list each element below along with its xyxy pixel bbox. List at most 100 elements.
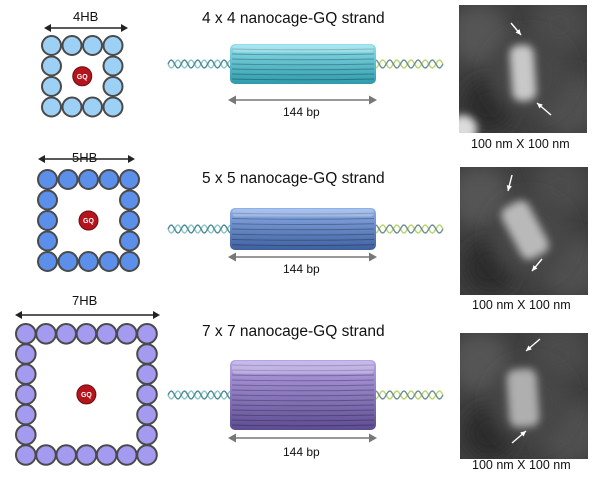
hb-label: 5HB (72, 150, 98, 165)
panel-4x4: 4HB GQ 4 x 4 nanocage-GQ strand 144 bp 1… (0, 0, 600, 151)
gq-core (72, 66, 93, 87)
afm-image (460, 333, 588, 459)
afm-image (460, 167, 588, 295)
helix-circle (82, 35, 103, 56)
hb-label: 7HB (72, 293, 98, 308)
helix-line (231, 68, 375, 71)
helix-line (231, 369, 375, 372)
helix-circle (102, 76, 124, 97)
helix-line (231, 404, 375, 407)
helix-circle (57, 251, 79, 272)
helix-line (231, 414, 375, 417)
dna-tail-right (371, 59, 444, 69)
helix-circle (136, 323, 158, 345)
afm-scale-caption: 100 nm X 100 nm (472, 298, 571, 312)
afm-scale-caption: 100 nm X 100 nm (471, 137, 570, 151)
helix-circle (37, 230, 58, 252)
helix-circle (41, 35, 62, 56)
helix-line (231, 48, 375, 51)
strand-title: 4 x 4 nanocage-GQ strand (202, 10, 385, 27)
helix-line (231, 233, 375, 236)
helix-circle (136, 383, 158, 406)
helix-circle (119, 230, 140, 252)
helix-circle (41, 96, 62, 118)
afm-nanostructure (506, 368, 540, 428)
hb-width-arrow (15, 311, 160, 319)
helix-circle (119, 189, 140, 211)
helix-circle (78, 169, 99, 190)
dna-tail-left (167, 390, 235, 400)
helix-line (231, 364, 375, 367)
helix-circle (98, 251, 120, 272)
length-label: 144 bp (283, 105, 320, 119)
helix-circle (41, 55, 62, 77)
helix-circle (41, 76, 62, 97)
helix-circle (136, 403, 158, 426)
helix-circle (119, 169, 140, 190)
helix-circle (15, 403, 37, 426)
afm-pointer-arrow (506, 174, 513, 192)
helix-line (231, 58, 375, 61)
helix-circle (102, 35, 124, 56)
helix-circle (15, 323, 37, 345)
helix-line (231, 223, 375, 225)
bundle-highlight (232, 209, 374, 217)
bundle-highlight (232, 45, 374, 53)
afm-nanostructure (501, 200, 549, 260)
nanocage-bundle (167, 44, 444, 84)
strand-title: 7 x 7 nanocage-GQ strand (202, 323, 385, 340)
afm-pointer-arrow (536, 102, 552, 116)
gq-core-label: GQ (81, 392, 92, 399)
helix-circle (37, 189, 58, 211)
helix-line (231, 244, 375, 246)
nanocage-bundle (167, 360, 444, 430)
afm-nanostructure (509, 44, 537, 102)
dna-tail-left (167, 224, 235, 234)
dna-tail-right (371, 390, 444, 400)
helix-circle (78, 251, 99, 272)
gq-core-label: GQ (83, 218, 94, 225)
helix-circle (82, 96, 103, 118)
gq-core (76, 384, 97, 405)
helix-circle (102, 96, 124, 118)
helix-circle (57, 169, 79, 190)
afm-pointer-arrow (511, 430, 527, 444)
afm-pointer-arrow (510, 22, 522, 36)
helix-circle (35, 323, 57, 345)
helix-circle (119, 251, 140, 272)
helix-circle (95, 323, 118, 345)
helix-circle (136, 363, 158, 386)
cross-section-diagram: GQ (15, 323, 158, 466)
gq-core (78, 210, 99, 231)
helix-circle (119, 210, 140, 231)
helix-circle (15, 343, 37, 365)
length-label: 144 bp (283, 445, 320, 459)
length-arrow (228, 252, 377, 262)
helix-line (231, 53, 375, 56)
length-arrow (228, 95, 377, 105)
helix-circle (102, 55, 124, 77)
hb-label: 4HB (73, 9, 99, 24)
helix-line (231, 374, 375, 377)
afm-pointer-arrow (525, 338, 541, 352)
nanocage-bundle (167, 208, 444, 250)
hb-width-arrow (44, 24, 128, 32)
helix-circle (75, 323, 98, 345)
gq-core-label: GQ (77, 74, 88, 81)
helix-circle (37, 210, 58, 231)
helix-line (231, 389, 375, 392)
cross-section-diagram: GQ (37, 169, 140, 272)
afm-scale-caption: 100 nm X 100 nm (472, 458, 571, 472)
helix-circle (98, 169, 120, 190)
panel-7x7: 7HB GQ 7 x 7 nanocage-GQ strand 144 bp 1… (0, 293, 600, 480)
helix-line (231, 409, 375, 412)
dna-tail-right (371, 224, 444, 234)
helix-line (231, 218, 375, 220)
strand-title: 5 x 5 nanocage-GQ strand (202, 170, 385, 187)
helix-circle (55, 323, 78, 345)
helix-line (231, 212, 375, 215)
helix-line (231, 239, 375, 241)
helix-circle (136, 343, 158, 365)
helix-circle (37, 169, 58, 190)
length-arrow (228, 433, 377, 443)
